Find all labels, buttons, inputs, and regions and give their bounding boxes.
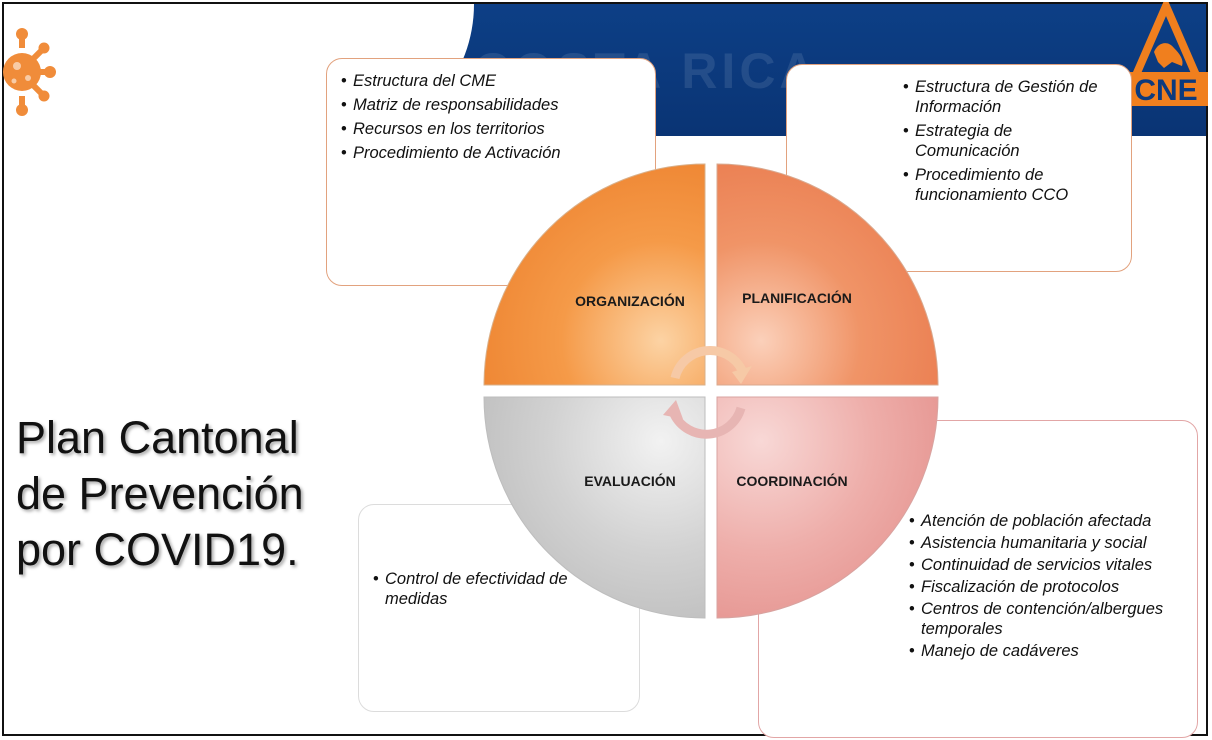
list-item: Procedimiento de Activación bbox=[337, 143, 645, 163]
planificacion-quadrant bbox=[716, 163, 939, 386]
list-item: Asistencia humanitaria y social bbox=[905, 533, 1187, 553]
coordinacion-label: COORDINACIÓN bbox=[736, 472, 847, 489]
title-line: Plan Cantonal bbox=[16, 412, 299, 463]
list-item: Manejo de cadáveres bbox=[905, 641, 1187, 661]
page-title: Plan Cantonal de Prevención por COVID19. bbox=[16, 410, 336, 578]
coordinacion-list: Atención de población afectada Asistenci… bbox=[905, 511, 1187, 661]
evaluacion-quadrant bbox=[483, 396, 706, 619]
evaluacion-list: Control de efectividad de medidas bbox=[369, 569, 629, 609]
list-item: Procedimiento de funcionamiento CCO bbox=[899, 165, 1121, 205]
list-item: Centros de contención/albergues temporal… bbox=[905, 599, 1187, 639]
list-item: Recursos en los territorios bbox=[337, 119, 645, 139]
list-item: Control de efectividad de medidas bbox=[369, 569, 629, 609]
list-item: Estrategia de Comunicación bbox=[899, 121, 1121, 161]
organizacion-box: Estructura del CME Matriz de responsabil… bbox=[326, 58, 656, 286]
list-item: Fiscalización de protocolos bbox=[905, 577, 1187, 597]
organizacion-label: ORGANIZACIÓN bbox=[575, 292, 685, 309]
list-item: Estructura de Gestión de Información bbox=[899, 77, 1121, 117]
logo-text: CNE bbox=[1134, 74, 1197, 107]
list-item: Continuidad de servicios vitales bbox=[905, 555, 1187, 575]
organizacion-list: Estructura del CME Matriz de responsabil… bbox=[337, 71, 645, 163]
cne-logo: CNE bbox=[1124, 2, 1208, 107]
planificacion-label: PLANIFICACIÓN bbox=[742, 289, 852, 306]
coordinacion-quadrant bbox=[716, 396, 939, 619]
title-line: de Prevención bbox=[16, 468, 304, 519]
list-item: Matriz de responsabilidades bbox=[337, 95, 645, 115]
title-line: por COVID19. bbox=[16, 524, 299, 575]
cycle-arrows-icon bbox=[663, 345, 752, 439]
list-item: Estructura del CME bbox=[337, 71, 645, 91]
planificacion-list: Estructura de Gestión de Información Est… bbox=[899, 77, 1121, 205]
list-item: Atención de población afectada bbox=[905, 511, 1187, 531]
evaluacion-label: EVALUACIÓN bbox=[584, 472, 676, 489]
virus-icon bbox=[3, 28, 56, 116]
organizacion-quadrant bbox=[483, 163, 706, 386]
